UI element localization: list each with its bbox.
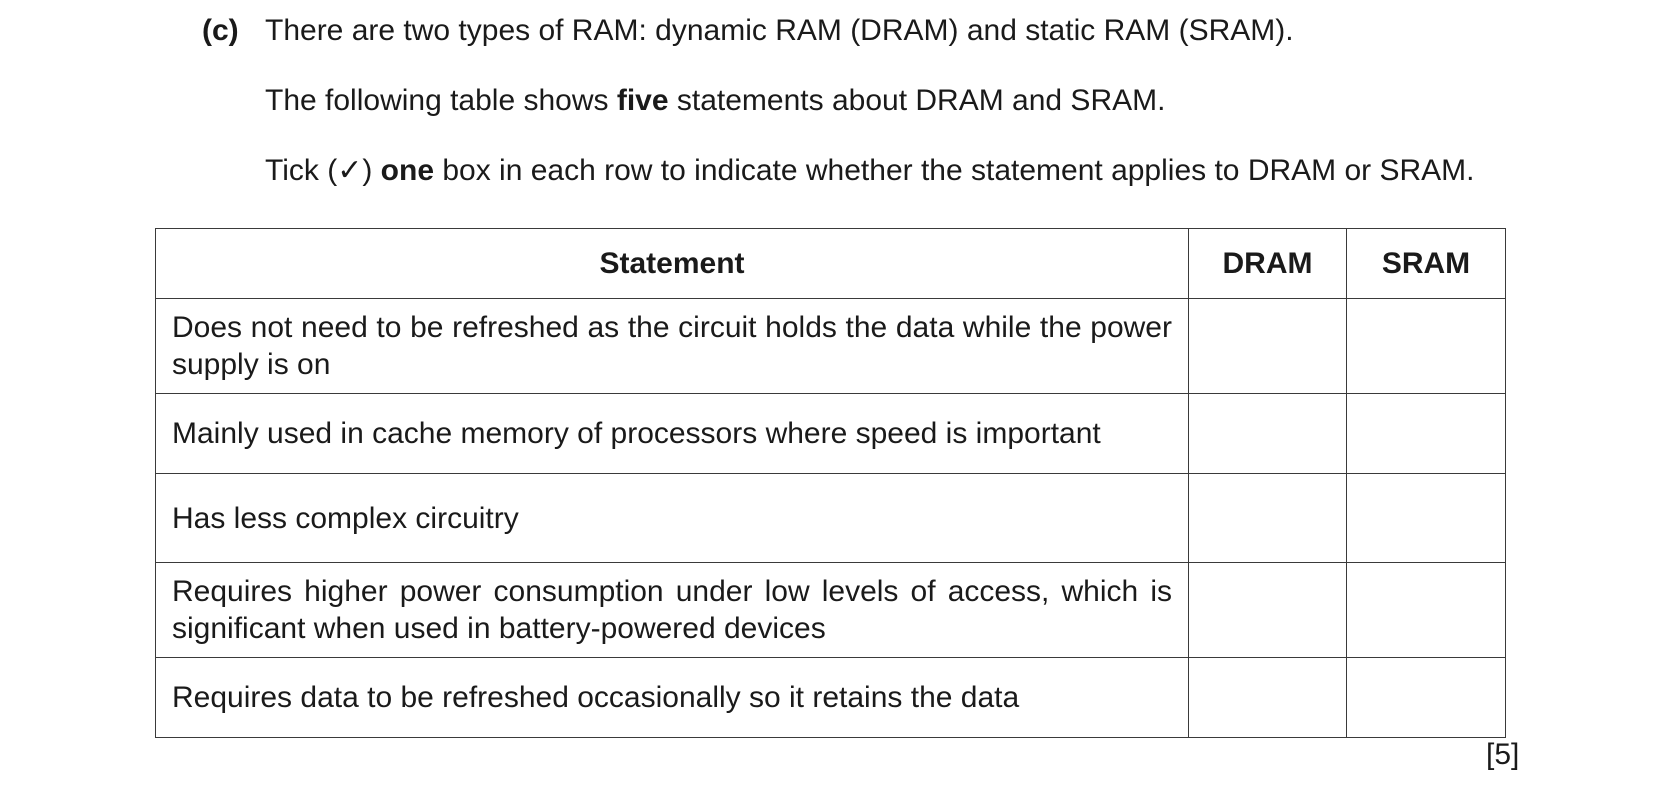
header-statement: Statement: [155, 228, 1189, 299]
dram-tick-box[interactable]: [1188, 562, 1347, 658]
dram-tick-box[interactable]: [1188, 657, 1347, 738]
table-row: Has less complex circuitry: [155, 473, 1506, 563]
instruction-text: Tick (✓) one box in each row to indicate…: [265, 153, 1475, 188]
instruction-start: Tick (✓): [265, 154, 381, 187]
sram-tick-box[interactable]: [1346, 657, 1506, 738]
answer-table: Statement DRAM SRAM Does not need to be …: [155, 228, 1506, 738]
table-row: Does not need to be refreshed as the cir…: [155, 298, 1506, 394]
sram-tick-box[interactable]: [1346, 562, 1506, 658]
table-description-emphasis: five: [616, 84, 669, 117]
table-row: Mainly used in cache memory of processor…: [155, 393, 1506, 474]
statement-cell: Mainly used in cache memory of processor…: [155, 393, 1189, 474]
statement-cell: Does not need to be refreshed as the cir…: [155, 298, 1189, 394]
table-description-start: The following table shows: [265, 84, 617, 117]
dram-tick-box[interactable]: [1188, 473, 1347, 563]
dram-tick-box[interactable]: [1188, 393, 1347, 474]
question-label: (c): [202, 14, 239, 47]
table-description-end: statements about DRAM and SRAM.: [668, 84, 1166, 117]
sram-tick-box[interactable]: [1346, 298, 1506, 394]
header-dram: DRAM: [1188, 228, 1347, 299]
marks-total: [5]: [1486, 738, 1520, 771]
instruction-end: box in each row to indicate whether the …: [434, 154, 1475, 187]
statement-cell: Requires data to be refreshed occasional…: [155, 657, 1189, 738]
table-row: Requires higher power consumption under …: [155, 562, 1506, 658]
intro-text: There are two types of RAM: dynamic RAM …: [265, 14, 1294, 47]
table-row: Requires data to be refreshed occasional…: [155, 657, 1506, 738]
table-description: The following table shows five statement…: [265, 84, 1165, 118]
header-sram: SRAM: [1346, 228, 1506, 299]
statement-cell: Requires higher power consumption under …: [155, 562, 1189, 658]
dram-tick-box[interactable]: [1188, 298, 1347, 394]
table-header-row: Statement DRAM SRAM: [155, 228, 1506, 299]
sram-tick-box[interactable]: [1346, 473, 1506, 563]
statement-cell: Has less complex circuitry: [155, 473, 1189, 563]
instruction-emphasis: one: [380, 154, 435, 187]
sram-tick-box[interactable]: [1346, 393, 1506, 474]
